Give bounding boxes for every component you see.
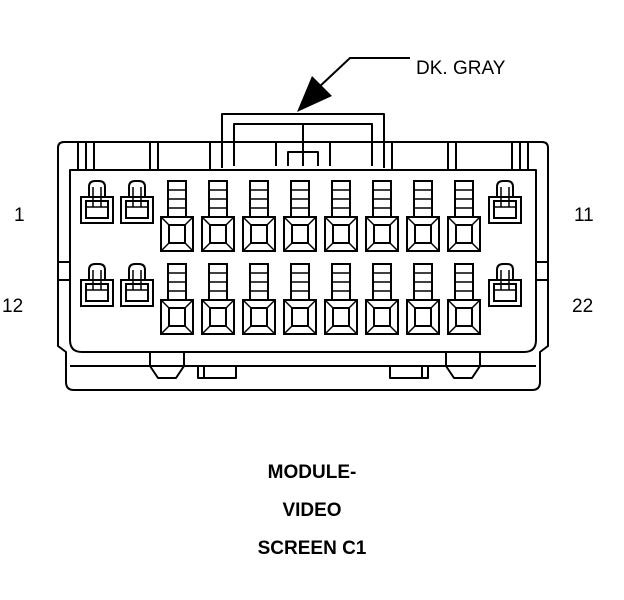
leader-arrowhead bbox=[297, 76, 332, 112]
cavity-9 bbox=[406, 180, 440, 252]
cavity-2 bbox=[120, 180, 154, 224]
cavity-20 bbox=[406, 263, 440, 335]
cavity-18 bbox=[324, 263, 358, 335]
cavity-6 bbox=[283, 180, 317, 252]
cavity-7 bbox=[324, 180, 358, 252]
cavity-21 bbox=[447, 263, 481, 335]
cavity-17 bbox=[283, 263, 317, 335]
connector-body bbox=[57, 113, 549, 391]
cavity-22 bbox=[488, 263, 522, 307]
cavity-12 bbox=[80, 263, 114, 307]
cavity-14 bbox=[160, 263, 194, 335]
cavity-15 bbox=[201, 263, 235, 335]
cavity-1 bbox=[80, 180, 114, 224]
pin-label-22: 22 bbox=[572, 296, 593, 317]
caption-line-3: SCREEN C1 bbox=[257, 538, 367, 559]
cavity-4 bbox=[201, 180, 235, 252]
cavity-8 bbox=[365, 180, 399, 252]
cavity-11 bbox=[488, 180, 522, 224]
cavity-10 bbox=[447, 180, 481, 252]
pin-label-12: 12 bbox=[2, 296, 23, 317]
pin-label-1: 1 bbox=[14, 205, 25, 226]
cavity-grid bbox=[80, 180, 522, 335]
cavity-13 bbox=[120, 263, 154, 307]
cavity-5 bbox=[242, 180, 276, 252]
leader-line bbox=[317, 57, 410, 89]
wire-color-label: DK. GRAY bbox=[416, 58, 506, 79]
pin-label-11: 11 bbox=[574, 205, 594, 226]
cavity-3 bbox=[160, 180, 194, 252]
cavity-16 bbox=[242, 263, 276, 335]
caption-line-1: MODULE- bbox=[267, 462, 357, 483]
cavity-19 bbox=[365, 263, 399, 335]
caption-line-2: VIDEO bbox=[282, 500, 342, 521]
